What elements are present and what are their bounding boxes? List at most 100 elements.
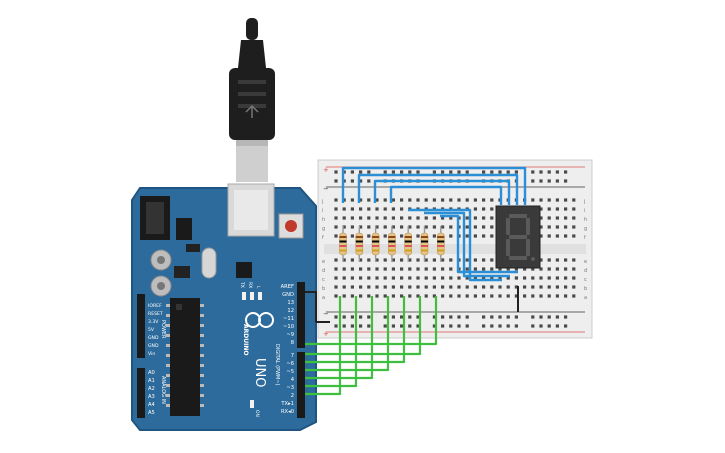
breadboard-hole xyxy=(342,324,346,328)
green-wire xyxy=(305,296,342,396)
breadboard-hole xyxy=(391,267,395,271)
breadboard-hole xyxy=(490,216,494,220)
breadboard-hole xyxy=(572,225,576,229)
pin-label: 2 xyxy=(291,393,294,399)
breadboard-hole xyxy=(441,324,445,328)
breadboard-hole xyxy=(334,234,338,238)
pin-label: TX▸1 xyxy=(280,401,294,407)
blue-wire xyxy=(440,214,518,274)
pin-label: RX◂0 xyxy=(281,409,294,415)
breadboard-hole xyxy=(375,207,379,211)
breadboard-hole xyxy=(432,198,436,202)
breadboard-hole xyxy=(555,276,559,280)
breadboard-hole xyxy=(498,315,502,319)
resistor[interactable] xyxy=(339,226,347,262)
breadboard-hole xyxy=(391,225,395,229)
breadboard-hole xyxy=(531,198,535,202)
pin-label: 5V xyxy=(148,327,155,333)
breadboard-hole xyxy=(441,294,445,298)
breadboard-hole xyxy=(498,267,502,271)
breadboard-hole xyxy=(547,216,551,220)
breadboard-hole xyxy=(539,216,543,220)
resistor[interactable] xyxy=(371,226,380,262)
breadboard-hole xyxy=(424,225,428,229)
breadboard-hole xyxy=(342,315,346,319)
breadboard-hole xyxy=(506,294,510,298)
breadboard-hole xyxy=(424,258,428,262)
breadboard-hole xyxy=(400,234,404,238)
breadboard-hole xyxy=(408,198,412,202)
breadboard-hole xyxy=(490,225,494,229)
breadboard-hole xyxy=(408,285,412,289)
breadboard-hole xyxy=(531,179,535,183)
row-letter: d xyxy=(322,268,325,274)
breadboard-hole xyxy=(473,267,477,271)
breadboard-hole xyxy=(465,170,469,174)
resistor[interactable] xyxy=(436,226,445,262)
breadboard-hole xyxy=(334,258,338,262)
resistor[interactable] xyxy=(355,226,364,262)
breadboard-hole xyxy=(416,285,420,289)
rail-minus-label: − xyxy=(323,185,329,193)
breadboard-hole xyxy=(547,276,551,280)
breadboard-hole xyxy=(334,267,338,271)
breadboard[interactable]: + − − + j i h g f e d c b a j i h g f e … xyxy=(317,159,593,339)
row-letter: i xyxy=(584,208,585,214)
breadboard-hole xyxy=(555,207,559,211)
breadboard-hole xyxy=(564,285,568,289)
breadboard-hole xyxy=(342,258,346,262)
row-letter: h xyxy=(322,217,325,223)
breadboard-hole xyxy=(432,294,436,298)
breadboard-hole xyxy=(334,179,338,183)
breadboard-hole xyxy=(555,285,559,289)
breadboard-hole xyxy=(514,285,518,289)
breadboard-hole xyxy=(449,216,453,220)
l-led xyxy=(258,292,262,300)
breadboard-hole xyxy=(547,285,551,289)
breadboard-hole xyxy=(400,225,404,229)
breadboard-hole xyxy=(555,324,559,328)
breadboard-hole xyxy=(482,285,486,289)
breadboard-hole xyxy=(383,267,387,271)
breadboard-hole xyxy=(391,324,395,328)
breadboard-hole xyxy=(449,285,453,289)
resistor[interactable] xyxy=(404,226,413,262)
breadboard-hole xyxy=(441,315,445,319)
breadboard-hole xyxy=(400,258,404,262)
pin-label: 4 xyxy=(291,377,295,383)
breadboard-hole xyxy=(490,285,494,289)
breadboard-hole xyxy=(416,315,420,319)
row-letter: b xyxy=(584,286,587,292)
breadboard-hole xyxy=(350,315,354,319)
breadboard-hole xyxy=(465,225,469,229)
pin-label: 12 xyxy=(287,308,294,314)
usb-cable[interactable] xyxy=(229,18,275,182)
breadboard-hole xyxy=(432,276,436,280)
breadboard-hole xyxy=(383,225,387,229)
pin-label: A5 xyxy=(148,410,155,416)
breadboard-hole xyxy=(400,294,404,298)
breadboard-hole xyxy=(482,198,486,202)
green-wire xyxy=(305,296,358,388)
breadboard-hole xyxy=(498,276,502,280)
arduino-board[interactable]: ARDUINO UNO DIGITAL (PWM~) ANALOG IN POW… xyxy=(131,183,317,431)
analog-heading: ANALOG IN xyxy=(160,376,166,404)
seven-segment-display[interactable]: 8 xyxy=(0,0,541,269)
breadboard-hole xyxy=(342,225,346,229)
breadboard-hole xyxy=(531,170,535,174)
resistor[interactable] xyxy=(420,226,429,262)
breadboard-hole xyxy=(391,216,395,220)
breadboard-hole xyxy=(367,258,371,262)
breadboard-hole xyxy=(400,170,404,174)
breadboard-hole xyxy=(564,267,568,271)
breadboard-hole xyxy=(490,315,494,319)
resistor[interactable] xyxy=(388,226,396,262)
breadboard-hole xyxy=(449,234,453,238)
wires[interactable] xyxy=(305,166,527,396)
blue-wire xyxy=(408,208,502,282)
breadboard-hole xyxy=(457,170,461,174)
breadboard-hole xyxy=(564,234,568,238)
resistor-array[interactable] xyxy=(339,226,445,262)
breadboard-hole xyxy=(359,225,363,229)
breadboard-hole xyxy=(400,198,404,202)
